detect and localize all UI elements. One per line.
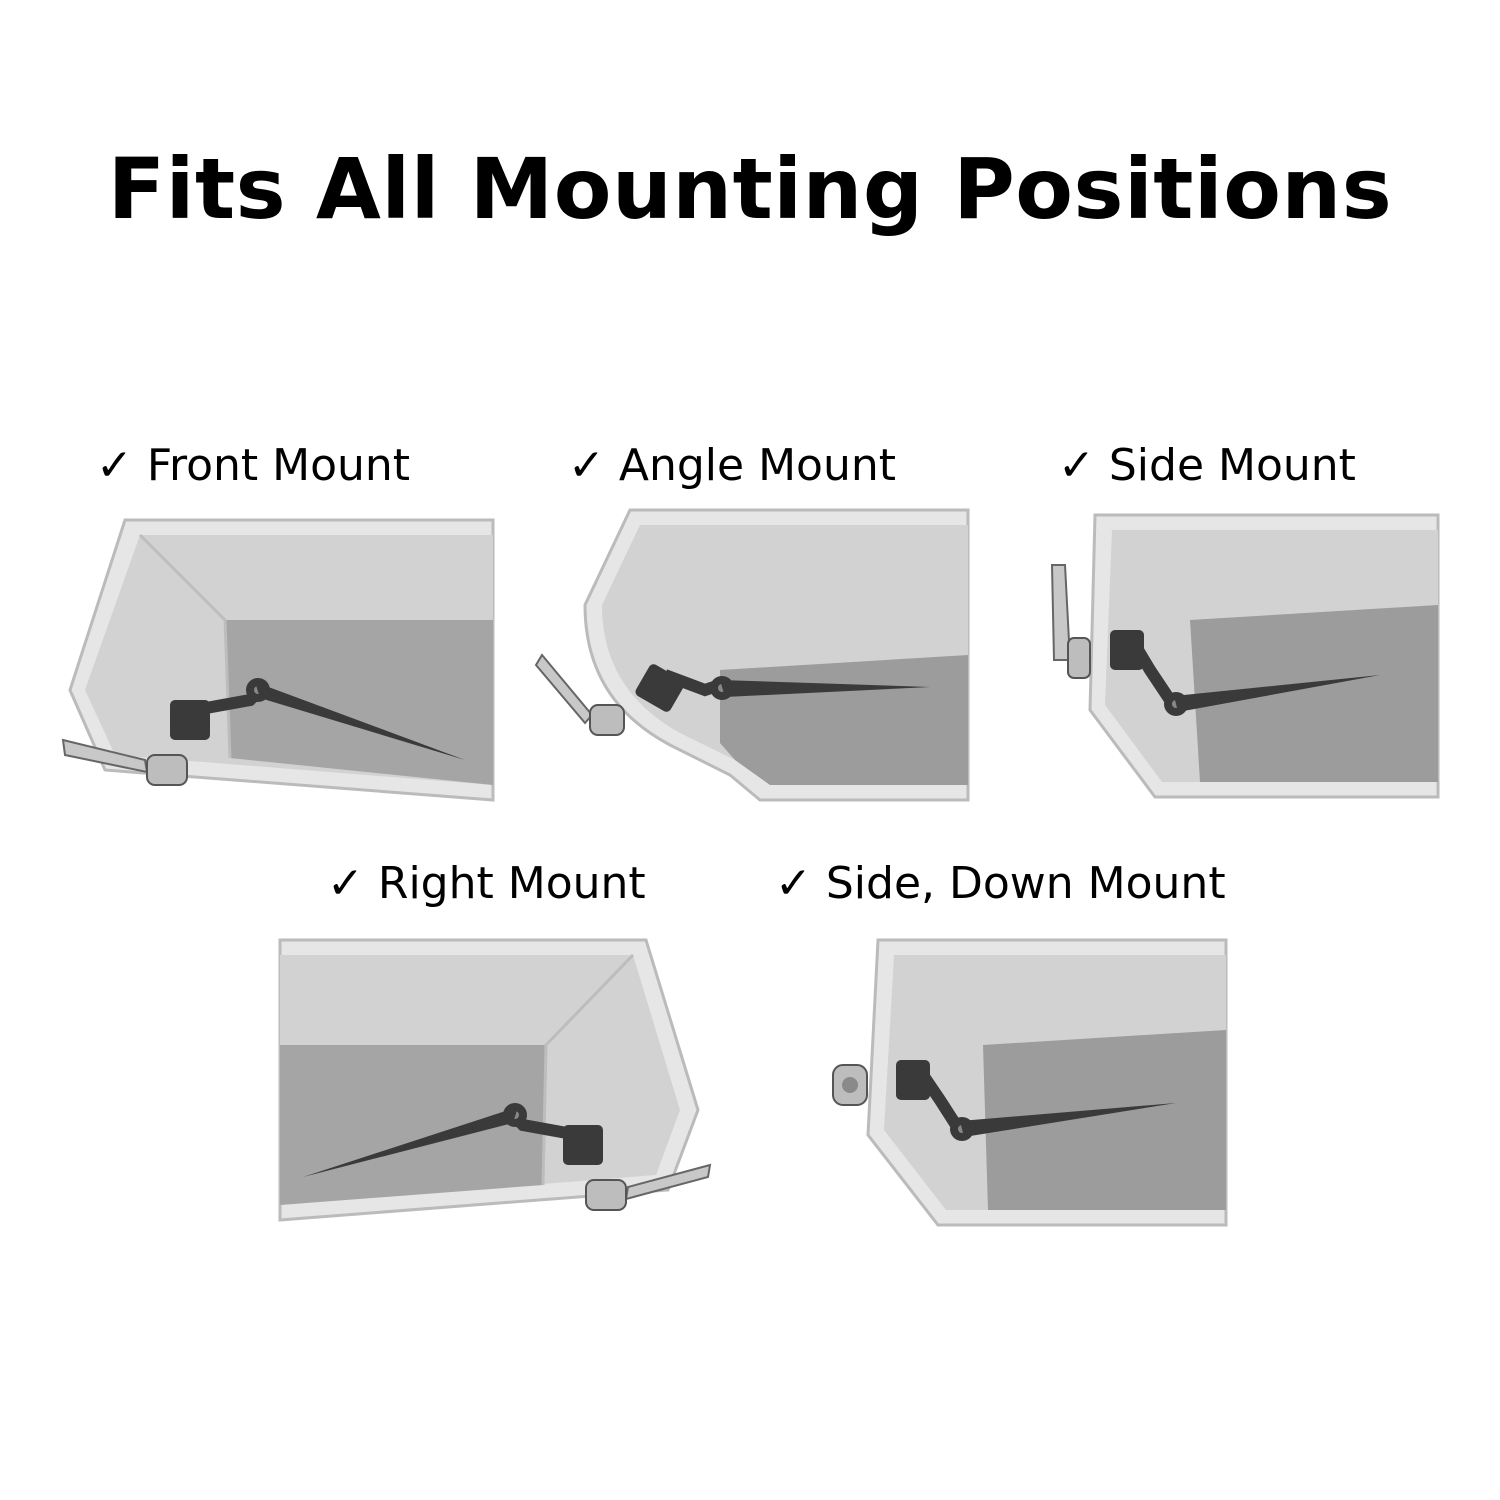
angle-mount-tank-image [534,508,970,802]
right-mount-tank-image [278,938,712,1222]
checkmark-icon: ✓ [775,858,812,909]
side-down-mount-tank-image [832,938,1228,1227]
front-mount-tank-image [61,518,495,802]
right-mount-label: Right Mount [377,858,646,909]
checkmark-icon: ✓ [96,440,133,491]
side-mount-tank-image [1050,513,1440,799]
side-mount-caption: ✓ Side Mount [1058,440,1356,491]
angle-mount-label: Angle Mount [618,440,896,491]
front-mount-label: Front Mount [146,440,411,491]
side-down-mount-label: Side, Down Mount [825,858,1226,909]
side-mount-label: Side Mount [1108,440,1356,491]
checkmark-icon: ✓ [568,440,605,491]
right-mount-caption: ✓ Right Mount [327,858,646,909]
angle-mount-caption: ✓ Angle Mount [568,440,896,491]
checkmark-icon: ✓ [327,858,364,909]
page-title: Fits All Mounting Positions [107,140,1393,238]
front-mount-caption: ✓ Front Mount [96,440,410,491]
checkmark-icon: ✓ [1058,440,1095,491]
side-down-mount-caption: ✓ Side, Down Mount [775,858,1226,909]
